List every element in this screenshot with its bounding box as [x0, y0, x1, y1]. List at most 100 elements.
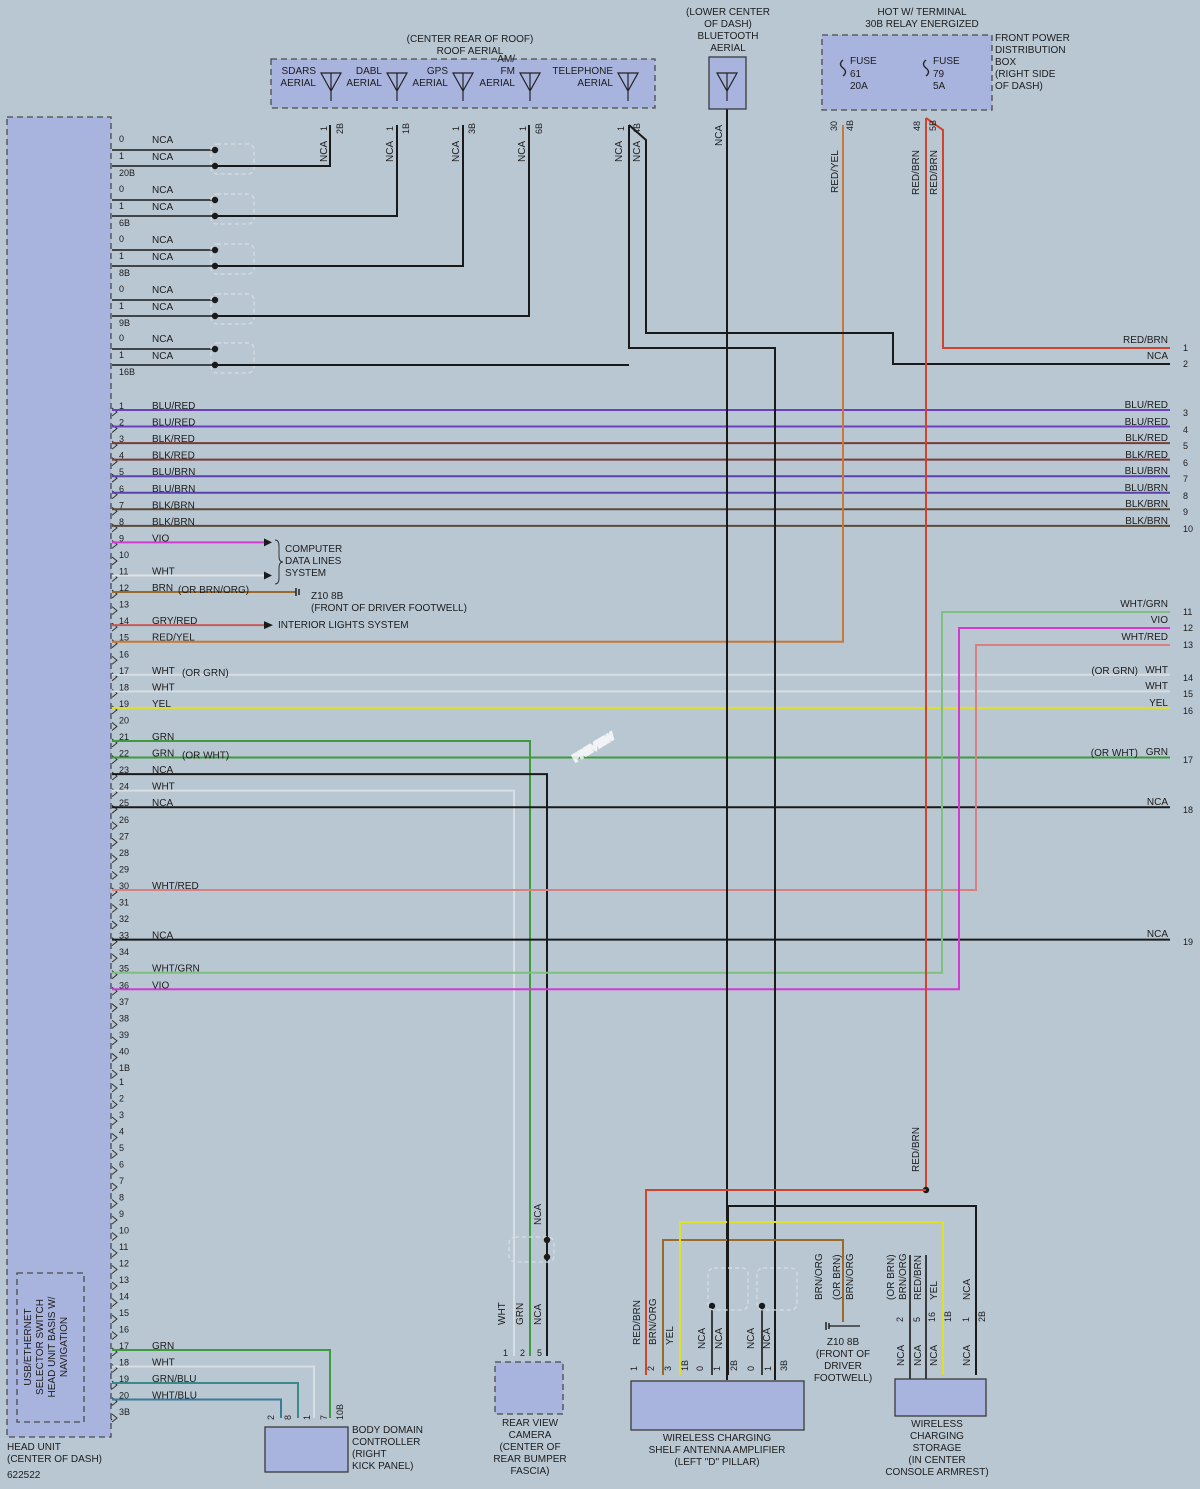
- coax-label: NCA: [152, 351, 173, 362]
- camera-wire-label: WHT: [497, 1302, 508, 1325]
- relay-note: HOT W/ TERMINAL: [877, 7, 967, 18]
- coax-label: NCA: [152, 152, 173, 163]
- pin-chevron: [111, 1133, 118, 1142]
- body-domain-wire: [112, 1398, 282, 1418]
- head-unit-pin: 33: [119, 931, 129, 941]
- wireless-amp-label: WIRELESS CHARGING: [663, 1433, 772, 1444]
- coax-label: NCA: [152, 202, 173, 213]
- body-domain-label: BODY DOMAIN: [352, 1425, 423, 1436]
- right-ref-label: WHT/RED: [1121, 632, 1168, 643]
- pin-chevron: [111, 1166, 118, 1175]
- storage-pin: 1B: [943, 1311, 953, 1322]
- aerial-name: AERIAL: [280, 78, 316, 89]
- coax-label: NCA: [152, 334, 173, 345]
- pin-chevron: [111, 1003, 118, 1013]
- wire-color-label: WHT: [152, 567, 175, 578]
- power-box-label: OF DASH): [995, 81, 1043, 92]
- wireless-storage-label: (IN CENTER: [908, 1455, 965, 1466]
- aerial-nca-label: NCA: [319, 141, 330, 162]
- z10-wire-label: BRN/ORG: [814, 1253, 825, 1300]
- body-domain-pin: 10B: [335, 1404, 345, 1420]
- wireless-amp-pin: 3: [663, 1366, 673, 1371]
- body-domain-pin: 7: [319, 1415, 329, 1420]
- coax-pin: 0: [119, 284, 124, 294]
- pin-chevron: [111, 1083, 118, 1093]
- pin-chevron: [111, 1281, 118, 1291]
- splice-wire-label: RED/BRN: [911, 1127, 922, 1172]
- coax-dot: [211, 246, 219, 254]
- head-unit-box: [6, 116, 112, 1438]
- camera-wire-label: NCA: [533, 1204, 544, 1225]
- camera-dot: [543, 1253, 551, 1261]
- aerial-pin: 1: [451, 126, 461, 131]
- right-ref-label: YEL: [1149, 698, 1168, 709]
- amp-ground-wire: [662, 1239, 844, 1375]
- right-ref-number: 17: [1183, 755, 1193, 765]
- aerial-name: AERIAL: [479, 78, 515, 89]
- head-unit-pin: 11: [119, 567, 128, 577]
- coax-pin: 0: [119, 184, 124, 194]
- right-ref-number: 7: [1183, 474, 1188, 484]
- aerial-name: AERIAL: [412, 78, 448, 89]
- amp-shield-outline: [756, 1267, 798, 1311]
- coax-label: NCA: [152, 185, 173, 196]
- coax-shield-outline: [210, 342, 255, 374]
- preview-watermark: PREVIEW: [571, 731, 617, 764]
- coax-label: NCA: [152, 235, 173, 246]
- head-unit-pin: 16: [119, 649, 129, 659]
- fuse-wire-label: RED/BRN: [911, 150, 922, 195]
- bluetooth-label: BLUETOOTH: [698, 31, 759, 42]
- head-unit-pin: 40: [119, 1046, 129, 1056]
- power-box-label: BOX: [995, 57, 1016, 68]
- rear-camera-label: REAR BUMPER: [493, 1454, 566, 1465]
- fuse-pin: 30: [829, 121, 839, 131]
- body-domain-label: CONTROLLER: [352, 1437, 420, 1448]
- rear-camera-label: CAMERA: [509, 1430, 552, 1441]
- wire-color-label: WHT/RED: [152, 881, 199, 892]
- rear-camera-label: FASCIA): [511, 1466, 550, 1477]
- wire-color-label: BLK/RED: [152, 451, 195, 462]
- head-unit-b-pin: 10: [119, 1226, 129, 1236]
- aerial-nca-label: NCA: [614, 141, 625, 162]
- body-domain-pin: 8: [283, 1415, 293, 1420]
- head-unit-b-label: GRN: [152, 1341, 174, 1352]
- body-domain-pin: 2: [266, 1415, 276, 1420]
- antenna-icon: [319, 72, 343, 101]
- head-unit-pin: 17: [119, 666, 129, 676]
- head-unit-pin: 1B: [119, 1063, 130, 1073]
- right-ref-number: 14: [1183, 673, 1193, 683]
- head-unit-pin: 27: [119, 831, 129, 841]
- fuse-amp: 20A: [850, 81, 868, 92]
- head-unit-b-pin: 9: [119, 1209, 124, 1219]
- aerial-wire: [215, 125, 530, 317]
- ground-symbol: [825, 1322, 830, 1330]
- head-unit-pin: 19: [119, 699, 129, 709]
- storage-nca-label: NCA: [962, 1345, 973, 1366]
- wire-color-label: NCA: [152, 798, 173, 809]
- right-ref-label: VIO: [1151, 615, 1168, 626]
- aerial-pin: 1: [385, 126, 395, 131]
- right-ref-number: 19: [1183, 937, 1193, 947]
- right-ref-number: 6: [1183, 458, 1188, 468]
- pin-chevron: [111, 1331, 118, 1340]
- head-unit-b-label: WHT: [152, 1358, 175, 1369]
- computer-data-label: SYSTEM: [285, 568, 326, 579]
- head-unit-pin: 32: [119, 914, 129, 924]
- head-unit-pin: 8: [119, 517, 124, 527]
- wire-note: (OR BRN/ORG): [178, 585, 249, 596]
- pin-chevron: [111, 1036, 118, 1046]
- coax-pin: 0: [119, 333, 124, 343]
- wht-grn-wire: [112, 611, 1170, 974]
- right-ref-number: 13: [1183, 640, 1193, 650]
- aerial-nca-label: NCA: [385, 141, 396, 162]
- aerial-name: GPS: [427, 66, 448, 77]
- pin-chevron: [111, 722, 118, 731]
- right-ref-label: GRN: [1146, 747, 1168, 758]
- camera-dot: [543, 1236, 551, 1244]
- head-unit-b-label: GRN/BLU: [152, 1374, 196, 1385]
- head-unit-b-pin: 3B: [119, 1407, 130, 1417]
- fuse-symbol: [922, 59, 930, 77]
- bluetooth-label: AERIAL: [710, 43, 746, 54]
- wireless-amp-pin: 0: [695, 1366, 705, 1371]
- aerial-name: AM/: [497, 54, 515, 65]
